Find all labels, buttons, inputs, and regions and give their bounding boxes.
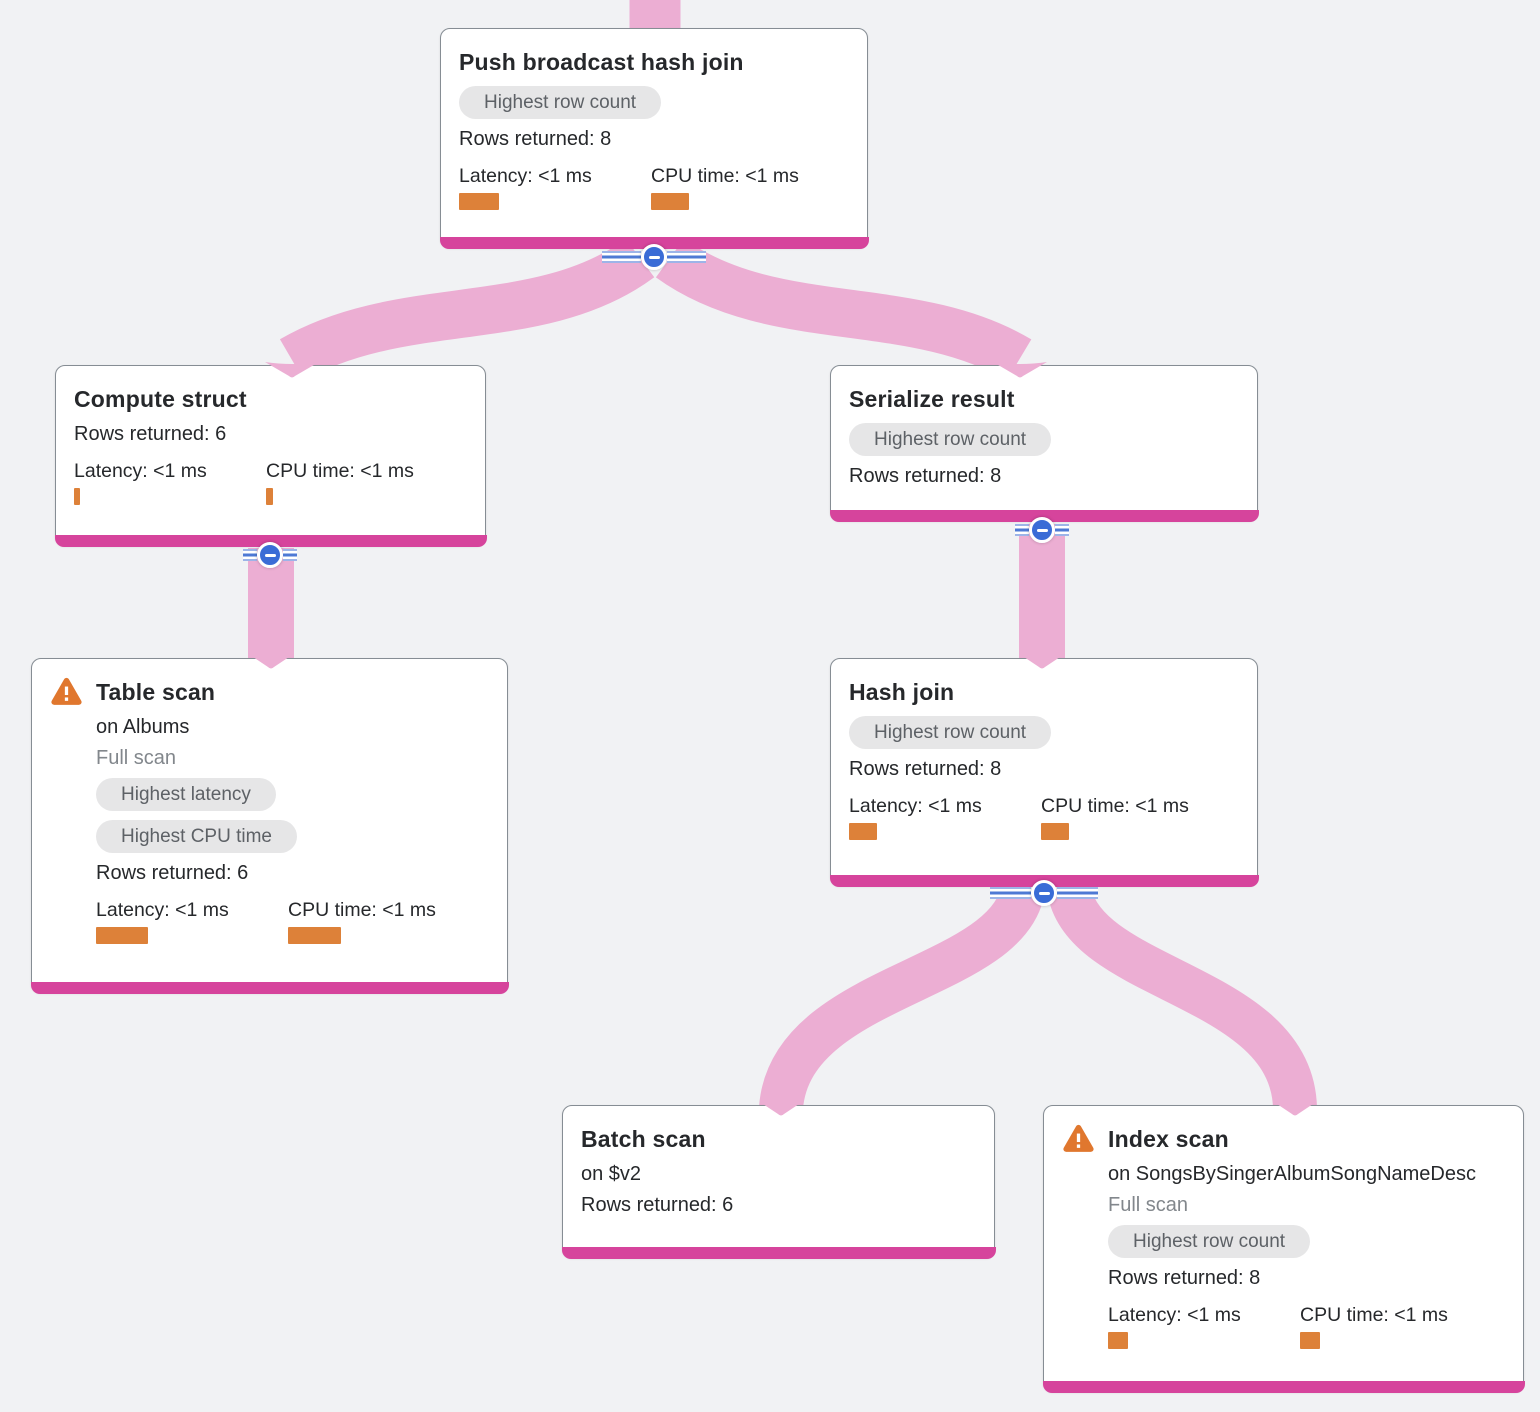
- node-subtitle: on SongsBySingerAlbumSongNameDesc: [1108, 1163, 1476, 1185]
- node-accent-bar: [54, 534, 487, 547]
- collapse-minus-icon[interactable]: [1029, 517, 1055, 543]
- cpu-bar: [1300, 1332, 1320, 1349]
- collapse-minus-icon[interactable]: [257, 542, 283, 568]
- node-accent-bar: [829, 509, 1259, 522]
- edge-hash-join-to-index-scan: [1048, 887, 1317, 1110]
- cpu-bar: [288, 927, 341, 944]
- rows-returned: Rows returned: 6: [74, 423, 227, 445]
- plan-node-serialize-result[interactable]: Serialize result Highest row count Rows …: [829, 365, 1259, 522]
- node-title: Hash join: [849, 679, 955, 705]
- latency-stat: Latency: <1 ms: [1108, 1304, 1300, 1349]
- collapse-minus-icon[interactable]: [1031, 880, 1057, 906]
- cpu-stat: CPU time: <1 ms: [1041, 795, 1239, 840]
- rows-returned: Rows returned: 8: [1108, 1267, 1261, 1289]
- edge-streak: [1057, 887, 1098, 899]
- edge-streak: [243, 549, 257, 561]
- edge-streak: [990, 887, 1031, 899]
- badge-highest-row-count: Highest row count: [849, 423, 1052, 456]
- collapse-minus-icon[interactable]: [641, 244, 667, 270]
- collapse-button-compute-struct[interactable]: [243, 542, 297, 568]
- latency-bar: [1108, 1332, 1128, 1349]
- cpu-stat: CPU time: <1 ms: [288, 899, 489, 944]
- cpu-bar: [266, 488, 273, 505]
- collapse-button-hash-join[interactable]: [990, 880, 1098, 906]
- latency-stat: Latency: <1 ms: [459, 165, 651, 210]
- edge-root-to-serialize-result: [655, 238, 1032, 381]
- collapse-button-push-broadcast-hash-join[interactable]: [602, 244, 706, 270]
- node-title: Push broadcast hash join: [459, 49, 744, 75]
- badge-highest-row-count: Highest row count: [459, 86, 662, 119]
- plan-node-push-broadcast-hash-join[interactable]: Push broadcast hash join Highest row cou…: [439, 28, 869, 249]
- latency-bar: [96, 927, 148, 944]
- badge-highest-latency: Highest latency: [96, 778, 276, 811]
- plan-node-compute-struct[interactable]: Compute struct Rows returned: 6 Latency:…: [54, 365, 487, 547]
- edge-root-to-compute-struct: [279, 238, 655, 382]
- edge-streak: [667, 251, 706, 263]
- rows-returned: Rows returned: 8: [459, 128, 612, 150]
- edge-streak: [283, 549, 297, 561]
- badge-highest-row-count: Highest row count: [1108, 1225, 1311, 1258]
- cpu-stat: CPU time: <1 ms: [651, 165, 849, 210]
- node-title: Table scan: [96, 679, 216, 705]
- plan-node-index-scan[interactable]: Index scan on SongsBySingerAlbumSongName…: [1042, 1105, 1525, 1393]
- cpu-stat: CPU time: <1 ms: [266, 460, 467, 505]
- cpu-bar: [651, 193, 689, 210]
- node-title: Compute struct: [74, 386, 247, 412]
- plan-node-hash-join[interactable]: Hash join Highest row count Rows returne…: [829, 658, 1259, 887]
- node-subtitle: on Albums: [96, 716, 190, 738]
- edge-streak: [1055, 524, 1069, 536]
- warning-icon: [51, 677, 82, 705]
- rows-returned: Rows returned: 6: [581, 1194, 734, 1216]
- node-accent-bar: [561, 1246, 996, 1259]
- latency-bar: [74, 488, 80, 505]
- rows-returned: Rows returned: 8: [849, 758, 1002, 780]
- edge-hash-join-to-batch-scan: [759, 886, 1044, 1112]
- cpu-stat: CPU time: <1 ms: [1300, 1304, 1505, 1349]
- plan-node-table-scan[interactable]: Table scan on Albums Full scan Highest l…: [30, 658, 509, 994]
- edge-streak: [602, 251, 641, 263]
- warning-icon: [1063, 1124, 1094, 1152]
- plan-node-batch-scan[interactable]: Batch scan on $v2 Rows returned: 6: [561, 1105, 996, 1259]
- latency-stat: Latency: <1 ms: [74, 460, 266, 505]
- node-subtitle: on $v2: [581, 1163, 642, 1185]
- node-title: Batch scan: [581, 1126, 706, 1152]
- rows-returned: Rows returned: 8: [849, 465, 1002, 487]
- latency-stat: Latency: <1 ms: [849, 795, 1041, 840]
- node-title: Index scan: [1108, 1126, 1229, 1152]
- latency-bar: [459, 193, 499, 210]
- scan-type: Full scan: [1108, 1194, 1189, 1216]
- cpu-bar: [1041, 823, 1069, 840]
- badge-highest-cpu-time: Highest CPU time: [96, 820, 297, 853]
- latency-stat: Latency: <1 ms: [96, 899, 288, 944]
- node-accent-bar: [30, 981, 509, 994]
- edge-streak: [1015, 524, 1029, 536]
- badge-highest-row-count: Highest row count: [849, 716, 1052, 749]
- node-accent-bar: [1042, 1380, 1525, 1393]
- latency-bar: [849, 823, 877, 840]
- collapse-button-serialize-result[interactable]: [1015, 517, 1069, 543]
- rows-returned: Rows returned: 6: [96, 862, 249, 884]
- scan-type: Full scan: [96, 747, 177, 769]
- node-title: Serialize result: [849, 386, 1015, 412]
